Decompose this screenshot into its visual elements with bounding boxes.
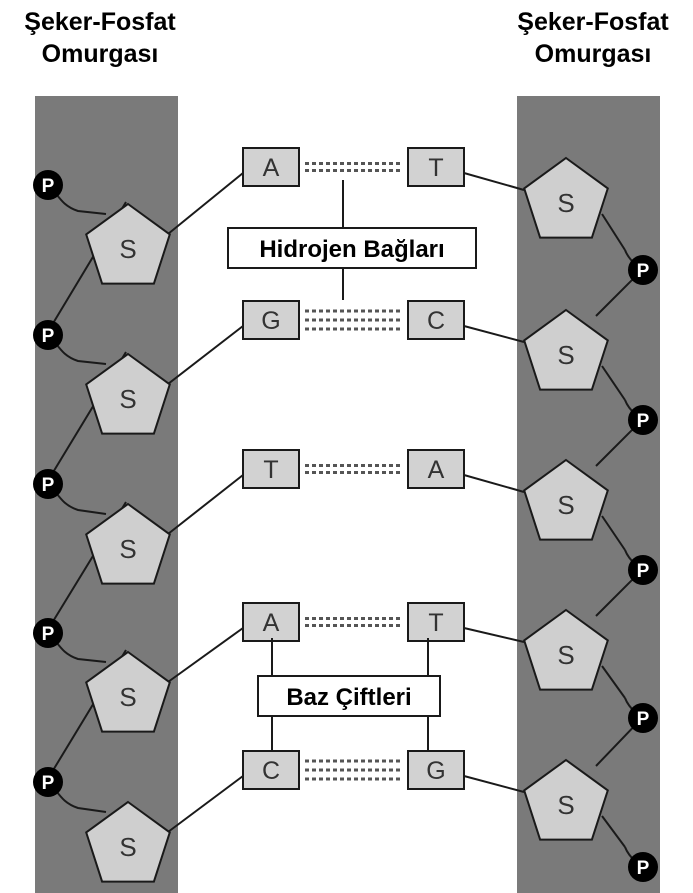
right-phosphate-label: P: [637, 261, 650, 282]
left-sugar-base-bond: [168, 326, 243, 384]
right-sugar-label: S: [557, 490, 574, 520]
right-sugar-label: S: [557, 790, 574, 820]
left-phosphate-label: P: [42, 773, 55, 794]
right-phosphate-label: P: [637, 709, 650, 730]
right-sugar-base-bond: [464, 326, 524, 342]
left-sugar-base-bond: [168, 173, 243, 234]
right-base-letter: G: [426, 757, 445, 785]
left-base-letter: G: [261, 307, 280, 335]
right-phosphate-label: P: [637, 858, 650, 879]
left-sugar-label: S: [119, 682, 136, 712]
hydrogen-bond-set: [305, 164, 402, 171]
right-sugar-base-bond: [464, 173, 524, 190]
hydrogen-bond-set: [305, 311, 402, 329]
right-sugar-base-bond: [464, 776, 524, 792]
left-sugar-base-bond: [168, 475, 243, 534]
right-sugar-base-bond: [464, 628, 524, 642]
hydrogen-bond-set: [305, 761, 402, 779]
left-sugar-base-bond: [168, 628, 243, 682]
right-sugar-label: S: [557, 188, 574, 218]
left-phosphate-label: P: [42, 176, 55, 197]
right-sugar-label: S: [557, 340, 574, 370]
left-base-letter: T: [263, 456, 278, 484]
right-sugar-label: S: [557, 640, 574, 670]
left-phosphate-label: P: [42, 475, 55, 496]
right-base-letter: T: [428, 609, 443, 637]
right-phosphate-label: P: [637, 411, 650, 432]
left-base-letter: A: [263, 609, 280, 637]
hydrogen-bonds-text: Hidrojen Bağları: [259, 236, 444, 263]
hydrogen-bond-set: [305, 619, 402, 626]
right-phosphate-label: P: [637, 561, 650, 582]
right-base-letter: A: [428, 456, 445, 484]
right-base-letter: T: [428, 154, 443, 182]
base-pairs-label-box: Baz Çiftleri: [258, 638, 440, 750]
left-sugar-base-bond: [168, 776, 243, 832]
left-base-letter: C: [262, 757, 280, 785]
left-base-letter: A: [263, 154, 280, 182]
left-sugar-label: S: [119, 832, 136, 862]
base-pairs-text: Baz Çiftleri: [286, 684, 411, 711]
left-phosphate-label: P: [42, 624, 55, 645]
hydrogen-bond-set: [305, 466, 402, 473]
right-sugar-base-bond: [464, 475, 524, 492]
right-base-letter: C: [427, 307, 445, 335]
left-sugar-label: S: [119, 384, 136, 414]
left-sugar-label: S: [119, 234, 136, 264]
left-sugar-label: S: [119, 534, 136, 564]
hydrogen-bonds-label-box: Hidrojen Bağları: [228, 180, 476, 300]
left-phosphate-label: P: [42, 326, 55, 347]
